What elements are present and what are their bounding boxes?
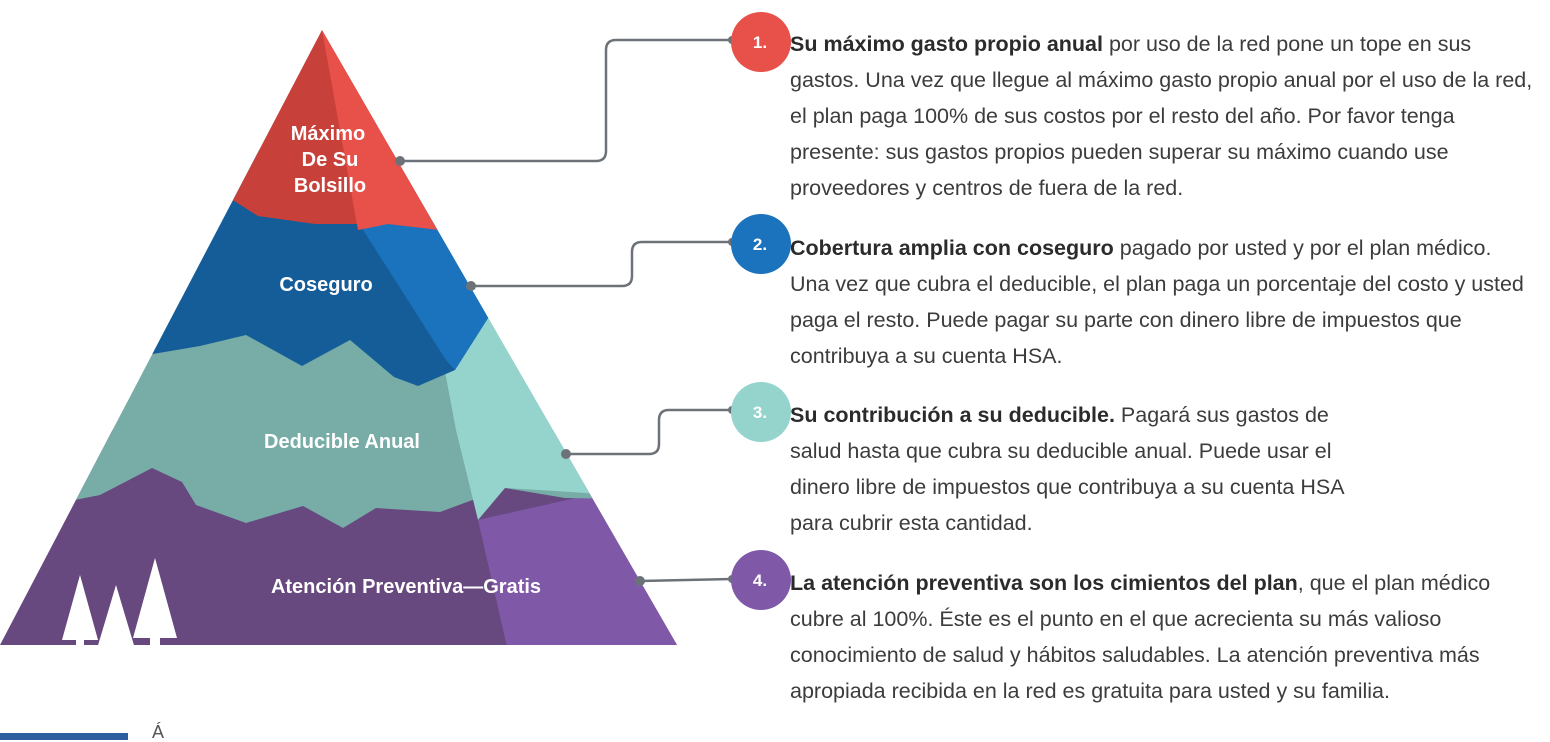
description-2-body: pagado por usted y por el plan médico. U… [790,236,1524,368]
connector-4 [639,577,733,583]
description-1-heading: Su máximo gasto propio anual [790,32,1103,56]
connector-dot [635,576,645,586]
badge-3-number: 3. [753,403,767,422]
connector-dot [561,449,571,459]
pine-tree-icon [62,575,98,650]
badge-1-number: 1. [753,33,767,52]
label-max-line-2: De Su [302,149,359,171]
description-4-body: , que el plan médico cubre al 100%. Éste… [790,571,1491,703]
connector-dot [466,281,476,291]
description-4-heading: La atención preventiva son los cimientos… [790,571,1298,595]
description-2-heading: Cobertura amplia con coseguro [790,236,1114,260]
description-1: Su máximo gasto propio anual por uso de … [790,26,1535,206]
connectors [400,38,733,583]
badge-4: 4. [731,550,791,610]
description-3-body: Pagará sus gastos de salud hasta que cub… [790,403,1344,535]
label-preventive: Atención Preventiva—Gratis [271,576,541,598]
description-1-body: por uso de la red pone un tope en sus ga… [790,32,1533,200]
badge-4-number: 4. [753,571,767,590]
description-4: La atención preventiva son los cimientos… [790,565,1535,709]
footer-text: Á [152,722,165,742]
pyramid-layers [0,30,677,645]
label-max-line-3: Bolsillo [294,175,366,197]
badge-2-number: 2. [753,235,767,254]
badge-1: 1. [731,12,791,72]
connector-1 [400,38,732,163]
layer-deductible-light [440,300,677,520]
badge-2: 2. [731,214,791,274]
badge-3: 3. [731,382,791,442]
footer-bar [0,733,128,740]
description-3-heading: Su contribución a su deducible. [790,403,1115,427]
layer-max-light [322,30,677,230]
pine-tree-icon [133,558,177,648]
label-max-line-1: Máximo [291,123,365,145]
label-deductible: Deducible Anual [264,431,420,453]
description-3: Su contribución a su deducible. Pagará s… [790,397,1350,541]
description-2: Cobertura amplia con coseguro pagado por… [790,230,1535,374]
connector-dot [395,156,405,166]
pine-trees [62,558,177,664]
connector-3 [566,408,732,456]
connector-2 [471,240,732,288]
label-coinsurance: Coseguro [279,274,372,296]
snow-ground [93,648,141,664]
